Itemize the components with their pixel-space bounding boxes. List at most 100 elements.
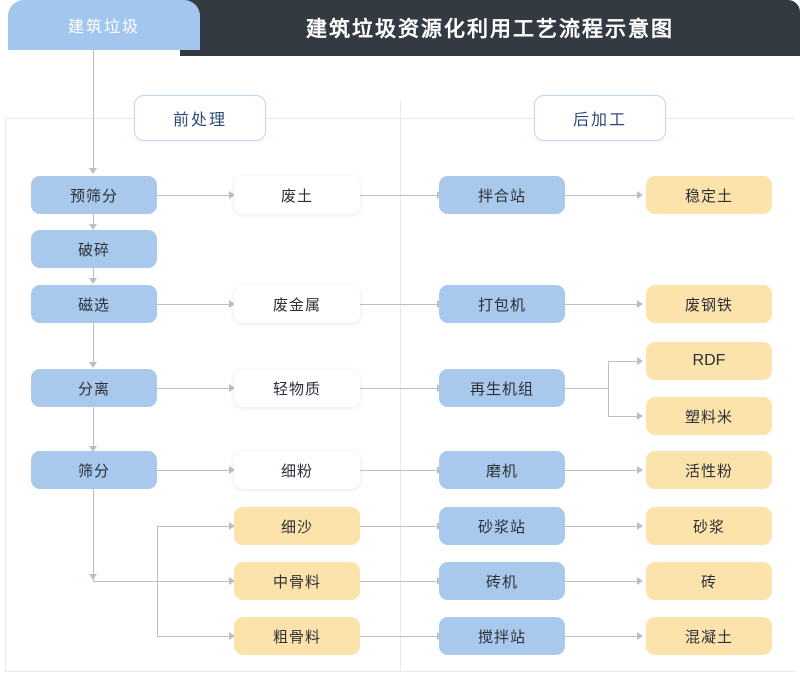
node-coarse-aggregate-label: 粗骨料 [272, 628, 321, 646]
connector-recycling-unit-split-stem [565, 388, 609, 389]
connector-bus-to-fine-sand [157, 526, 230, 527]
connector-crush-to-magnetic [93, 268, 94, 280]
arrowhead-screen-bus-down [89, 574, 97, 580]
connector-brick-machine-to-brick [565, 581, 638, 582]
header-tab-label: 建筑垃圾 [67, 19, 140, 36]
arrowhead-screen-to-fine-powder [229, 466, 235, 474]
node-concrete[interactable]: 混凝土 [646, 617, 772, 655]
node-waste-metal-label: 废金属 [272, 296, 321, 314]
node-rdf-label: RDF [692, 352, 726, 369]
node-magnetic-separation-label: 磁选 [77, 296, 110, 314]
connector-fine-sand-to-mortar-station [360, 526, 438, 527]
node-prescreen-label: 预筛分 [69, 187, 118, 205]
connector-separate-to-screen [93, 407, 94, 447]
arrowhead-concrete-station-to-concrete [637, 632, 643, 640]
header-bar [180, 0, 800, 56]
node-fine-sand-label: 细沙 [280, 518, 313, 536]
connector-bus-to-medium-aggregate [93, 581, 230, 582]
node-brick[interactable]: 砖 [646, 562, 772, 600]
connector-separate-to-light-material [157, 388, 230, 389]
connector-mixing-station-to-stabilized-soil [565, 195, 638, 196]
node-coarse-aggregate[interactable]: 粗骨料 [234, 617, 360, 655]
node-brick-machine[interactable]: 砖机 [439, 562, 565, 600]
node-fine-sand[interactable]: 细沙 [234, 507, 360, 545]
node-medium-aggregate[interactable]: 中骨料 [234, 562, 360, 600]
node-concrete-mixing-station-label: 搅拌站 [477, 628, 526, 646]
node-medium-aggregate-label: 中骨料 [272, 573, 321, 591]
connector-screen-to-fine-powder [157, 470, 230, 471]
connector-bus-to-coarse-aggregate [157, 636, 230, 637]
connector-prescreen-to-waste-soil [157, 195, 230, 196]
node-magnetic-separation[interactable]: 磁选 [31, 285, 157, 323]
arrowhead-recycling-unit-to-rdf [637, 357, 643, 365]
connector-mill-to-active-powder [565, 470, 638, 471]
connector-concrete-station-to-concrete [565, 636, 638, 637]
node-light-material[interactable]: 轻物质 [234, 369, 360, 407]
connector-light-material-to-recycling-unit [360, 388, 438, 389]
connector-recycling-unit-to-rdf [608, 361, 638, 362]
connector-aggregate-riser [157, 526, 158, 637]
connector-fine-powder-to-mill [360, 470, 438, 471]
node-plastic-pellet[interactable]: 塑料米 [646, 397, 772, 435]
node-concrete-mixing-station[interactable]: 搅拌站 [439, 617, 565, 655]
node-waste-soil-label: 废土 [280, 187, 313, 205]
arrowhead-brick-machine-to-brick [637, 577, 643, 585]
node-scrap-steel-label: 废钢铁 [684, 296, 733, 314]
header-tab-input-material: 建筑垃圾 [8, 0, 200, 50]
connector-prescreen-to-crush [93, 214, 94, 226]
node-active-powder[interactable]: 活性粉 [646, 451, 772, 489]
arrowhead-mortar-station-to-mortar [637, 522, 643, 530]
stage-divider [400, 100, 401, 672]
arrowhead-bus-to-fine-sand [229, 522, 235, 530]
node-rdf[interactable]: RDF [646, 342, 772, 380]
node-screening[interactable]: 筛分 [31, 451, 157, 489]
node-mortar[interactable]: 砂浆 [646, 507, 772, 545]
node-mill[interactable]: 磨机 [439, 451, 565, 489]
arrowhead-separate-to-screen [89, 446, 97, 452]
connector-coarse-aggregate-to-concrete-station [360, 636, 438, 637]
node-brick-label: 砖 [700, 573, 717, 591]
node-mill-label: 磨机 [485, 462, 518, 480]
arrowhead-separate-to-light-material [229, 384, 235, 392]
arrowhead-magnetic-to-separate [89, 362, 97, 368]
connector-magnetic-to-waste-metal [157, 304, 230, 305]
node-crush[interactable]: 破碎 [31, 230, 157, 268]
node-recycling-unit[interactable]: 再生机组 [439, 369, 565, 407]
node-mixing-station[interactable]: 拌合站 [439, 176, 565, 214]
arrowhead-bus-to-medium-aggregate [229, 577, 235, 585]
section-chip-preprocessing: 前处理 [134, 95, 266, 141]
arrowhead-bus-to-coarse-aggregate [229, 632, 235, 640]
connector-recycling-unit-split-riser [608, 361, 609, 416]
node-light-material-label: 轻物质 [272, 380, 321, 398]
node-waste-soil[interactable]: 废土 [234, 176, 360, 214]
node-baler[interactable]: 打包机 [439, 285, 565, 323]
node-mortar-station[interactable]: 砂浆站 [439, 507, 565, 545]
arrowhead-input-to-prescreen [89, 168, 97, 174]
node-separation-label: 分离 [77, 380, 110, 398]
node-mortar-station-label: 砂浆站 [477, 518, 526, 536]
node-separation[interactable]: 分离 [31, 369, 157, 407]
arrowhead-prescreen-to-waste-soil [229, 191, 235, 199]
node-scrap-steel[interactable]: 废钢铁 [646, 285, 772, 323]
node-baler-label: 打包机 [477, 296, 526, 314]
connector-waste-metal-to-baler [360, 304, 438, 305]
arrowhead-recycling-unit-to-plastic-pellet [637, 412, 643, 420]
connector-recycling-unit-to-plastic-pellet [608, 416, 638, 417]
node-crush-label: 破碎 [77, 241, 110, 259]
node-recycling-unit-label: 再生机组 [469, 380, 534, 398]
node-plastic-pellet-label: 塑料米 [684, 408, 733, 426]
node-screening-label: 筛分 [77, 462, 110, 480]
node-concrete-label: 混凝土 [684, 628, 733, 646]
node-fine-powder[interactable]: 细粉 [234, 451, 360, 489]
connector-mortar-station-to-mortar [565, 526, 638, 527]
arrowhead-baler-to-scrap-steel [637, 300, 643, 308]
node-waste-metal[interactable]: 废金属 [234, 285, 360, 323]
connector-medium-aggregate-to-brick-machine [360, 581, 438, 582]
section-chip-postprocessing-label: 后加工 [572, 112, 627, 129]
node-active-powder-label: 活性粉 [684, 462, 733, 480]
node-fine-powder-label: 细粉 [280, 462, 313, 480]
node-stabilized-soil[interactable]: 稳定土 [646, 176, 772, 214]
arrowhead-magnetic-to-waste-metal [229, 300, 235, 308]
node-prescreen[interactable]: 预筛分 [31, 176, 157, 214]
section-chip-preprocessing-label: 前处理 [172, 112, 227, 129]
